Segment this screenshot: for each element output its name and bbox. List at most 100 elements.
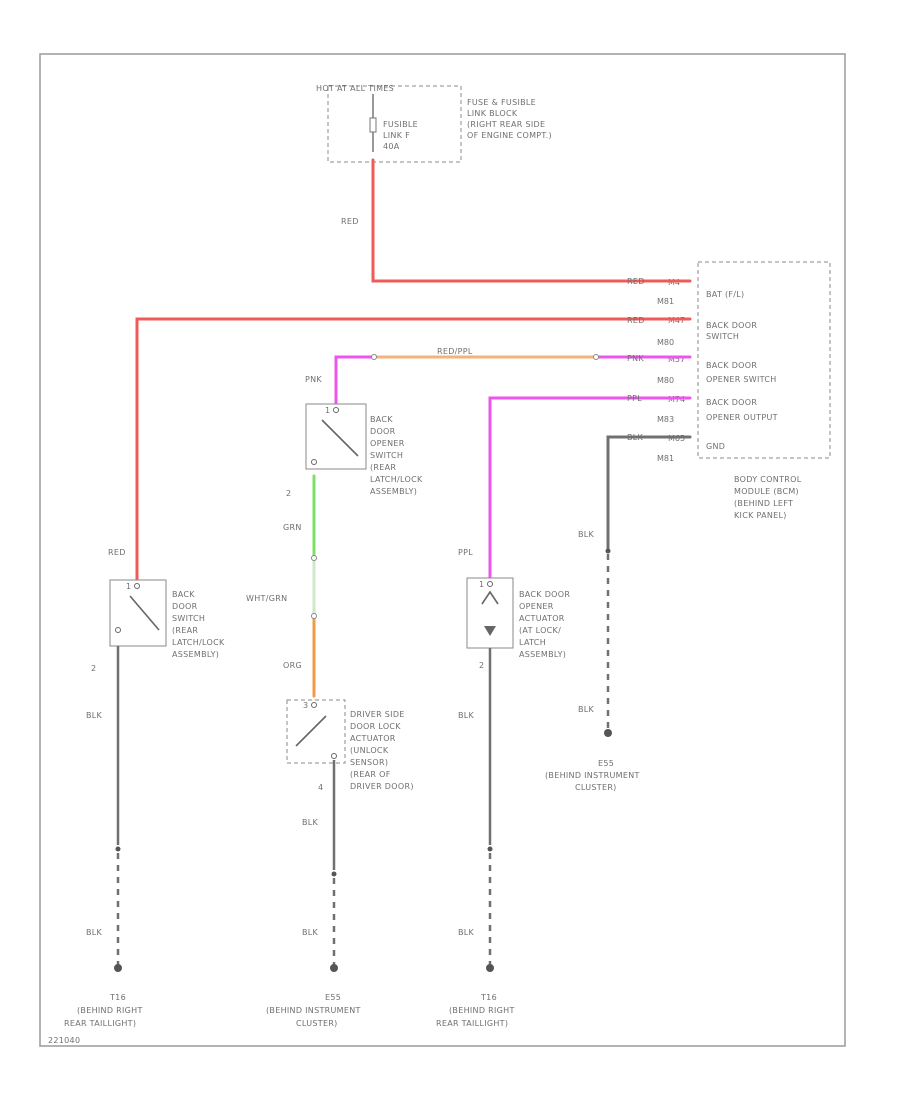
wire-label-blk-right1: BLK: [458, 711, 475, 720]
ground-t16-left-loc1: (BEHIND RIGHT: [77, 1006, 143, 1015]
bcm-outline: [697, 261, 831, 459]
wire-label-pnk-bcm: PNK: [627, 354, 644, 363]
ground-e55-top-id: E55: [598, 759, 614, 768]
diagram-id: 221040: [48, 1036, 80, 1045]
wire-label-ppl-bcm: PPL: [627, 394, 642, 403]
bcm-pin3-number: M57: [668, 355, 685, 364]
ground-dot-e55-bottom: [330, 964, 338, 972]
driver-sensor-name-7: DRIVER DOOR): [350, 782, 414, 791]
wire-pnk-opener: [334, 355, 376, 408]
fuse-block-loc-4: OF ENGINE COMPT.): [467, 131, 552, 140]
wire-label-blk-left2: BLK: [86, 928, 103, 937]
opener-switch-name-2: DOOR: [370, 427, 396, 436]
wire-label-org: ORG: [283, 661, 302, 670]
opener-actuator: 1 2 BACK DOOR OPENER ACTUATOR (AT LOCK/ …: [466, 577, 570, 670]
fuse-block-outline: [327, 85, 462, 163]
bcm-conn-2: M80: [657, 338, 674, 347]
bcm-pin2-label: BACK DOOR: [706, 321, 757, 330]
opener-switch-name-3: OPENER: [370, 439, 405, 448]
driver-sensor-name-2: DOOR LOCK: [350, 722, 401, 731]
wire-label-pnk: PNK: [305, 375, 322, 384]
wire-label-blk-driver2: BLK: [302, 928, 319, 937]
actuator-name-1: BACK DOOR: [519, 590, 570, 599]
wire-label-blk-left1: BLK: [86, 711, 103, 720]
driver-sensor-contact-bot: [331, 753, 337, 759]
wire-label-blk-driver1: BLK: [302, 818, 319, 827]
back-door-switch-name-1: BACK: [172, 590, 195, 599]
wire-label-red-bcm1: RED: [627, 277, 645, 286]
fuse-block-loc-3: (RIGHT REAR SIDE: [467, 120, 545, 129]
fuse-block-loc-1: FUSE & FUSIBLE: [467, 98, 536, 107]
driver-sensor-pin-bot: 4: [318, 783, 323, 792]
fuse-icon: [369, 117, 377, 133]
actuator-pin-top: 1: [479, 580, 484, 589]
actuator-pin-bot: 2: [479, 661, 484, 670]
bcm-name-4: KICK PANEL): [734, 511, 787, 520]
bcm-pin2-sub: SWITCH: [706, 332, 739, 341]
bcm-pin1-label: BAT (F/L): [706, 290, 744, 299]
bcm-name-3: (BEHIND LEFT: [734, 499, 793, 508]
wire-label-blk-bcm3: BLK: [578, 705, 595, 714]
actuator-name-2: OPENER: [519, 602, 554, 611]
opener-switch-pin-top: 1: [325, 406, 330, 415]
opener-switch: 1 2 BACK DOOR OPENER SWITCH (REAR LATCH/…: [286, 403, 423, 498]
bcm-name-2: MODULE (BCM): [734, 487, 799, 496]
diagram-frame: [39, 53, 846, 1047]
back-door-switch-name-4: (REAR: [172, 626, 198, 635]
ground-t16-right-loc1: (BEHIND RIGHT: [449, 1006, 515, 1015]
ground-t16-right-loc2: REAR TAILLIGHT): [436, 1019, 508, 1028]
back-door-switch: 1 2 BACK DOOR SWITCH (REAR LATCH/LOCK AS…: [91, 579, 225, 673]
wire-label-wht-grn: WHT/GRN: [246, 594, 287, 603]
back-door-switch-box: [109, 579, 167, 647]
wire-label-red-ppl: RED/PPL: [437, 347, 473, 356]
connector-dot-2: [593, 354, 599, 360]
actuator-name-4: (AT LOCK/: [519, 626, 561, 635]
bcm-pin5-label: GND: [706, 442, 725, 451]
opener-switch-contact-bot: [311, 459, 317, 465]
splice-dot-right: [487, 846, 493, 852]
actuator-diode-icon: [484, 626, 496, 636]
wire-red-back-door-switch: [135, 317, 692, 584]
actuator-name-5: LATCH: [519, 638, 546, 647]
driver-sensor-name-6: (REAR OF: [350, 770, 391, 779]
connector-dot-org: [311, 613, 317, 619]
bcm-conn-5: M81: [657, 454, 674, 463]
splice-dot-driver: [331, 871, 337, 877]
fuse-block-loc-2: LINK BLOCK: [467, 109, 518, 118]
wire-label-ppl: PPL: [458, 548, 473, 557]
bcm-conn-1: M81: [657, 297, 674, 306]
ground-t16-right-id: T16: [480, 993, 497, 1002]
wire-label-blk-bcm2: BLK: [578, 530, 595, 539]
opener-switch-name-7: ASSEMBLY): [370, 487, 417, 496]
fuse-name-2: LINK F: [383, 131, 410, 140]
opener-switch-name-4: SWITCH: [370, 451, 403, 460]
wire-blk-bcm-ground: [606, 435, 692, 550]
fuse-rating: 40A: [383, 142, 400, 151]
ground-dot-t16-left: [114, 964, 122, 972]
back-door-switch-name-5: LATCH/LOCK: [172, 638, 225, 647]
fuse-block-header: HOT AT ALL TIMES: [316, 84, 394, 93]
ground-e55-bottom-loc2: CLUSTER): [296, 1019, 338, 1028]
actuator-name-6: ASSEMBLY): [519, 650, 566, 659]
driver-sensor-name-3: ACTUATOR: [350, 734, 396, 743]
driver-sensor-pin-top: 3: [303, 701, 308, 710]
ground-dot-e55-top: [604, 729, 612, 737]
actuator-box: [466, 577, 514, 649]
wire-red-fuse-to-bcm: [371, 158, 692, 283]
ground-e55-top-loc2: CLUSTER): [575, 783, 617, 792]
actuator-coil-icon: [481, 590, 499, 605]
opener-switch-box: [305, 403, 367, 470]
back-door-switch-contact-bot: [115, 627, 121, 633]
opener-switch-blade: [321, 419, 359, 457]
wire-label-red-left: RED: [108, 548, 126, 557]
bcm-pin3-sub: OPENER SWITCH: [706, 375, 777, 384]
back-door-switch-name-3: SWITCH: [172, 614, 205, 623]
opener-switch-name-1: BACK: [370, 415, 393, 424]
splice-dot-bcm: [605, 548, 611, 554]
bcm-pin3-label: BACK DOOR: [706, 361, 757, 370]
back-door-switch-pin-bot: 2: [91, 664, 96, 673]
bcm-pin4-label: BACK DOOR: [706, 398, 757, 407]
connector-dot-grn: [311, 555, 317, 561]
wire-label-blk-bcm: BLK: [627, 433, 644, 442]
